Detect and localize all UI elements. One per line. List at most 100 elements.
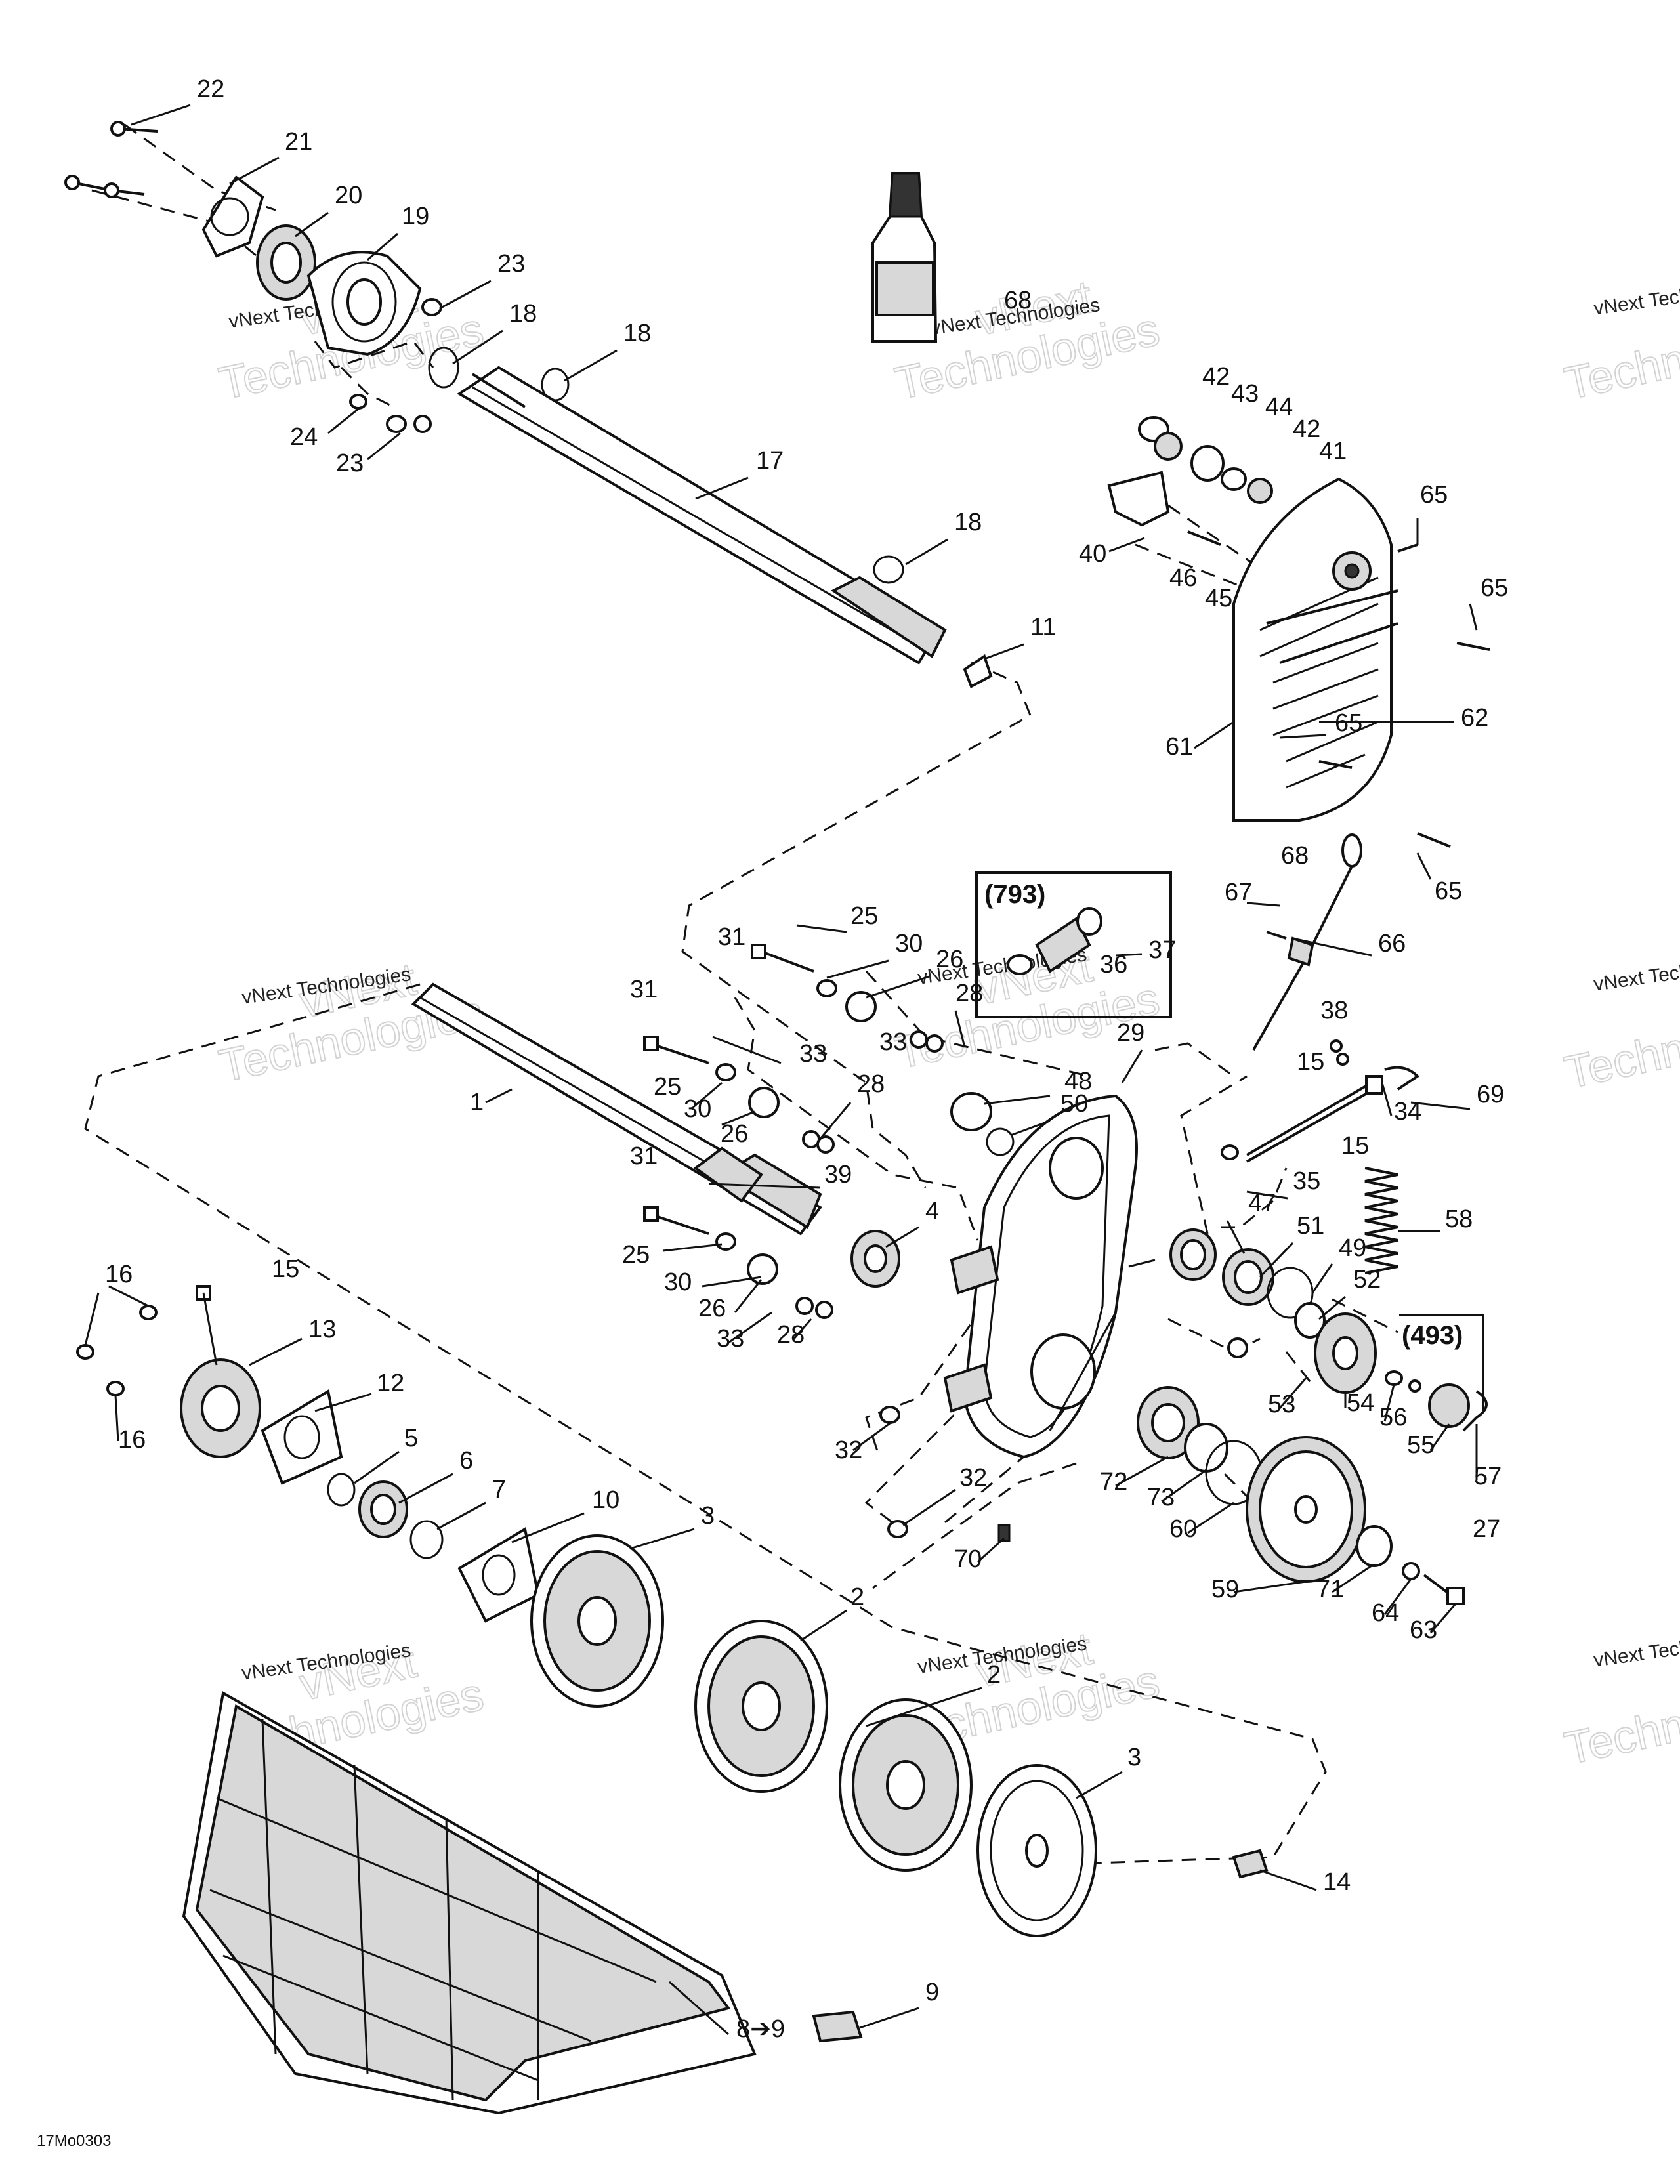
part-callout: 15 — [1341, 1132, 1369, 1160]
part-callout: 14 — [1323, 1868, 1351, 1896]
part-callout: 53 — [1268, 1391, 1295, 1418]
part-callout: 25 — [654, 1073, 681, 1101]
part-callout: 28 — [956, 980, 983, 1007]
part-callout: 63 — [1410, 1616, 1437, 1644]
part-callout: 33 — [879, 1028, 907, 1056]
part-callout: 54 — [1347, 1389, 1374, 1417]
part-callout: 16 — [118, 1426, 146, 1454]
part-callout: 30 — [895, 930, 923, 957]
drawing-code: 17Mo0303 — [37, 2132, 111, 2150]
part-callout: 72 — [1100, 1468, 1127, 1496]
part-callout: 17 — [756, 447, 784, 474]
part-callout: 28 — [857, 1070, 885, 1098]
part-callout: 37 — [1148, 936, 1176, 964]
part-callout: 55 — [1407, 1431, 1435, 1459]
part-callout: 36 — [1100, 951, 1127, 978]
dipstick — [1252, 833, 1362, 1051]
part-callout: 30 — [684, 1095, 711, 1123]
part-callout: 6 — [459, 1447, 473, 1475]
part-callout: 8➔9 — [736, 2015, 785, 2043]
leader-lines — [84, 104, 1478, 2036]
watermark-line2: Technologies — [1560, 1668, 1680, 1774]
part-callout: 50 — [1060, 1090, 1088, 1118]
part-callout: 73 — [1147, 1484, 1175, 1511]
upper-shaft — [457, 366, 993, 688]
watermark-small: vNext Technologies — [1592, 950, 1680, 996]
part-callout: 69 — [1477, 1081, 1504, 1108]
part-callout: 33 — [799, 1040, 827, 1068]
inset-box-493: (493) — [1399, 1314, 1488, 1432]
part-callout: 68 — [1281, 842, 1309, 870]
part-callout: 48 — [1064, 1068, 1092, 1095]
part-callout: 13 — [308, 1316, 336, 1343]
part-callout: 62 — [1461, 704, 1488, 732]
left-bearing-assembly — [76, 1285, 540, 1623]
part-callout: 57 — [1474, 1463, 1502, 1490]
part-callout: 65 — [1435, 877, 1462, 905]
part-callout: 18 — [509, 300, 537, 327]
part-callout: 19 — [402, 203, 429, 230]
part-callout: 56 — [1379, 1404, 1407, 1431]
part-callout: 39 — [824, 1161, 852, 1188]
part-callout: 40 — [1079, 540, 1106, 568]
part-callout: 42 — [1293, 415, 1320, 443]
part-callout: 3 — [701, 1502, 715, 1530]
part-callout: 67 — [1225, 879, 1252, 906]
part-callout: 10 — [592, 1486, 620, 1514]
inset-box-label: (793) — [984, 880, 1045, 909]
part-callout: 33 — [717, 1325, 744, 1353]
part-callout: 45 — [1205, 585, 1232, 612]
part-callout: 65 — [1335, 709, 1362, 737]
oil-bottle-icon — [872, 172, 938, 343]
upper-bearing-assembly — [64, 121, 570, 433]
spring — [1364, 1167, 1398, 1274]
part-callout: 51 — [1297, 1212, 1324, 1240]
part-callout: 43 — [1231, 380, 1259, 408]
chaincase-housing — [943, 1040, 1420, 1459]
part-callout: 34 — [1394, 1098, 1421, 1125]
part-callout: 52 — [1353, 1266, 1381, 1293]
part-callout: 41 — [1319, 438, 1347, 465]
watermark-line2: Technologies — [1560, 992, 1680, 1098]
part-callout: 23 — [497, 250, 525, 278]
part-callout: 65 — [1420, 481, 1448, 509]
part-callout: 31 — [630, 976, 658, 1003]
inset-box-label: (493) — [1402, 1321, 1463, 1350]
part-callout: 15 — [1297, 1048, 1324, 1076]
part-callout: 24 — [290, 423, 318, 451]
part-callout: 18 — [954, 509, 982, 536]
part-callout: 71 — [1316, 1576, 1344, 1603]
part-callout: 11 — [1030, 614, 1056, 641]
part-callout: 25 — [850, 902, 878, 930]
part-callout: 15 — [272, 1255, 299, 1283]
watermark-line2: Technologies — [1560, 303, 1680, 409]
part-callout: 5 — [404, 1425, 418, 1452]
part-callout: 26 — [721, 1120, 748, 1148]
part-callout: 66 — [1378, 930, 1406, 957]
watermark-small: vNext Technologies — [1592, 1626, 1680, 1671]
part-callout: 7 — [492, 1476, 506, 1503]
part-callout: 32 — [959, 1464, 987, 1492]
part-callout: 31 — [718, 923, 746, 951]
part-callout: 16 — [105, 1261, 133, 1288]
part-callout: 21 — [285, 128, 312, 156]
part-callout: 44 — [1265, 393, 1293, 421]
part-callout: 42 — [1202, 363, 1230, 390]
part-callout: 59 — [1211, 1576, 1239, 1603]
part-callout: 70 — [954, 1545, 982, 1573]
part-callout: 49 — [1339, 1234, 1366, 1262]
part-callout: 1 — [470, 1089, 484, 1116]
part-callout: 2 — [850, 1584, 864, 1611]
part-callout: 64 — [1372, 1599, 1399, 1627]
track — [182, 1690, 863, 2115]
part-callout: 27 — [1473, 1515, 1500, 1543]
part-callout: 12 — [377, 1370, 404, 1397]
part-callout: 65 — [1480, 574, 1508, 602]
part-callout: 26 — [936, 946, 963, 973]
watermark-group: vNext Technologies vNext Technologies vN… — [214, 270, 1680, 1775]
inset-box-793: (793) — [975, 872, 1172, 1018]
part-callout: 18 — [623, 320, 651, 347]
part-callout: 60 — [1169, 1515, 1197, 1543]
part-callout: 28 — [777, 1321, 805, 1349]
